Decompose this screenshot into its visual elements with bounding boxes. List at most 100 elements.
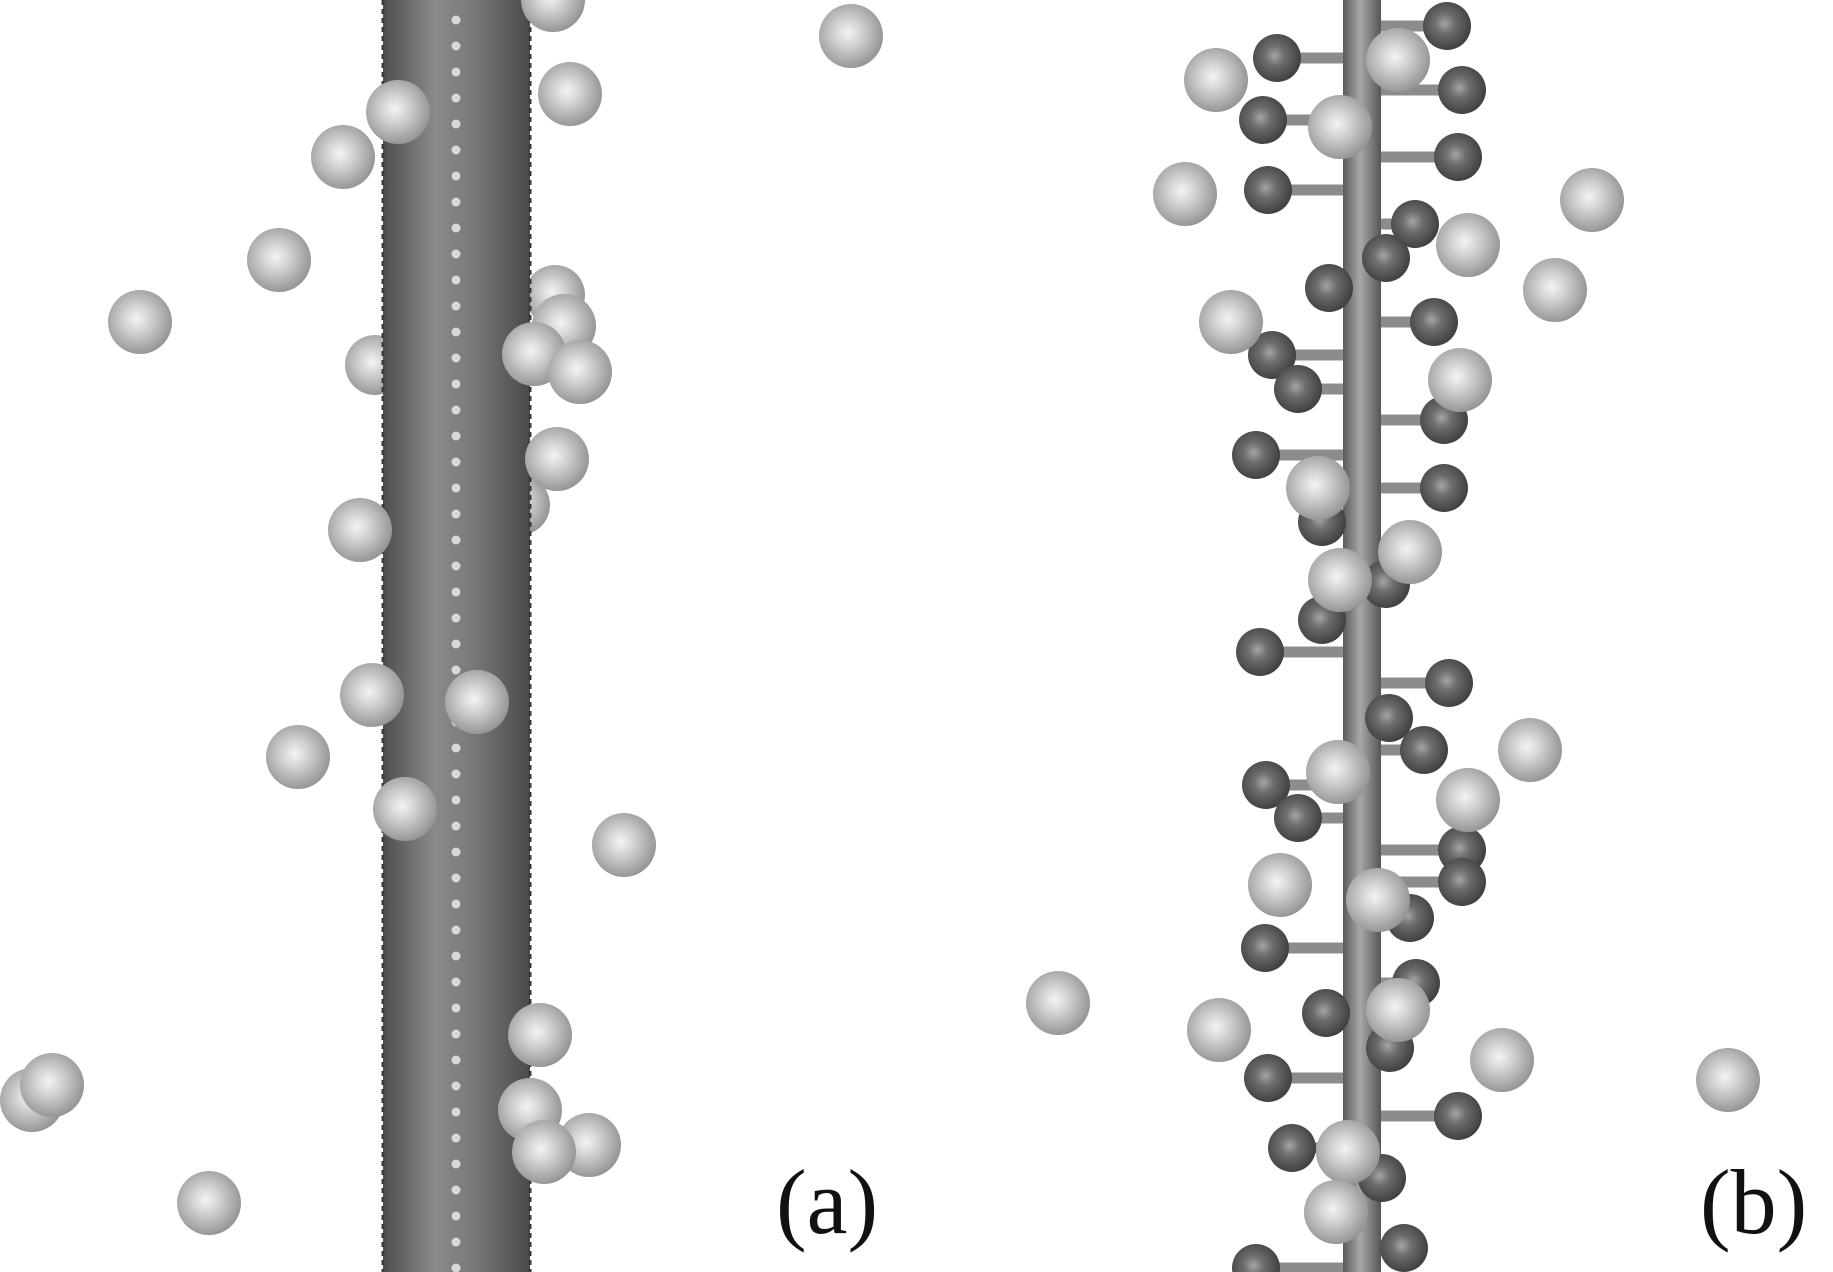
panel-a — [0, 0, 883, 1272]
bound-ion-sphere — [1268, 1124, 1316, 1172]
rod-bead — [451, 821, 461, 831]
rod-bead — [451, 535, 461, 545]
free-ion-sphere — [1560, 168, 1624, 232]
free-ion-sphere — [1306, 740, 1370, 804]
counterion-sphere — [177, 1171, 241, 1235]
rod-bead — [451, 41, 461, 51]
bound-ion-sphere — [1305, 264, 1353, 312]
bound-ion-sphere — [1438, 66, 1486, 114]
rod-bead — [451, 327, 461, 337]
rod-bead — [451, 1133, 461, 1143]
rod-bead — [451, 1263, 461, 1272]
bound-ion-sphere — [1380, 1224, 1428, 1272]
panel-label-a: (a) — [776, 1151, 879, 1253]
rod-bead — [451, 15, 461, 25]
rod-bead — [451, 1107, 461, 1117]
free-ion-sphere — [1696, 1048, 1760, 1112]
free-ion-sphere — [1308, 95, 1372, 159]
counterion-sphere — [538, 62, 602, 126]
bound-ion-sphere — [1242, 761, 1290, 809]
bound-ion-sphere — [1425, 659, 1473, 707]
counterion-sphere — [819, 4, 883, 68]
rod-bead — [451, 1211, 461, 1221]
bound-ion-sphere — [1253, 34, 1301, 82]
bound-ion-sphere — [1400, 726, 1448, 774]
free-ion-sphere — [1366, 28, 1430, 92]
rod-bead — [451, 457, 461, 467]
free-ion-sphere — [1184, 48, 1248, 112]
rod-bead — [451, 613, 461, 623]
rod-bead — [451, 197, 461, 207]
rod-bead — [451, 1081, 461, 1091]
bound-ion-sphere — [1410, 298, 1458, 346]
rod-bead — [451, 353, 461, 363]
bound-ion-sphere — [1423, 2, 1471, 50]
rod-bead — [451, 93, 461, 103]
counterion-sphere — [108, 290, 172, 354]
rod-bead — [451, 379, 461, 389]
bound-ion-sphere — [1232, 431, 1280, 479]
rod-bead — [451, 1055, 461, 1065]
rod-bead — [451, 795, 461, 805]
counterion-sphere — [311, 125, 375, 189]
counterion-sphere — [266, 725, 330, 789]
free-ion-sphere — [1470, 1028, 1534, 1092]
counterion-sphere — [445, 670, 509, 734]
rod-bead — [451, 1159, 461, 1169]
rod-bead — [451, 769, 461, 779]
bound-ion-sphere — [1244, 166, 1292, 214]
counterion-sphere — [340, 663, 404, 727]
counterion-sphere — [548, 340, 612, 404]
rod-bead — [451, 275, 461, 285]
rod-bead — [451, 873, 461, 883]
rod-bead — [451, 561, 461, 571]
free-ion-sphere — [1248, 853, 1312, 917]
panel-label-b: (b) — [1700, 1151, 1808, 1253]
rod-bead — [451, 951, 461, 961]
rod-bead — [451, 1003, 461, 1013]
rod-bead — [451, 431, 461, 441]
free-ion-sphere — [1286, 456, 1350, 520]
rod-bead — [451, 587, 461, 597]
rod-bead — [451, 405, 461, 415]
free-ion-sphere — [1378, 520, 1442, 584]
rod-bead — [451, 639, 461, 649]
rod-bead — [451, 145, 461, 155]
counterion-sphere — [373, 777, 437, 841]
free-ion-sphere — [1199, 290, 1263, 354]
rod-bead — [451, 665, 461, 675]
counterion-sphere — [20, 1053, 84, 1117]
bound-ion-sphere — [1438, 858, 1486, 906]
panel-b — [1026, 0, 1760, 1272]
bound-ion-sphere — [1248, 331, 1296, 379]
rod-bead — [451, 249, 461, 259]
free-ion-sphere — [1523, 258, 1587, 322]
free-ion-sphere — [1153, 162, 1217, 226]
free-ions — [1026, 28, 1760, 1244]
rod-bead — [451, 171, 461, 181]
rod-bead — [451, 67, 461, 77]
bound-ion-sphere — [1434, 133, 1482, 181]
bound-ion-sphere — [1236, 628, 1284, 676]
counterion-sphere — [328, 498, 392, 562]
bound-ion-sphere — [1274, 794, 1322, 842]
rod-bead — [451, 743, 461, 753]
rod-bead — [451, 1029, 461, 1039]
free-ion-sphere — [1304, 1180, 1368, 1244]
free-ion-sphere — [1346, 868, 1410, 932]
rod-bead-line — [451, 15, 461, 1272]
rod-bead — [451, 847, 461, 857]
rod-bead — [451, 223, 461, 233]
charged-rod — [383, 0, 530, 1272]
free-ion-sphere — [1308, 548, 1372, 612]
rod-bead — [451, 119, 461, 129]
rod-bead — [451, 301, 461, 311]
free-ion-sphere — [1436, 213, 1500, 277]
rod-bead — [451, 1237, 461, 1247]
counterion-sphere — [521, 0, 585, 32]
bound-ion-sphere — [1241, 924, 1289, 972]
counterion-sphere — [508, 1003, 572, 1067]
bound-ion-sphere — [1244, 1054, 1292, 1102]
free-ion-sphere — [1366, 978, 1430, 1042]
